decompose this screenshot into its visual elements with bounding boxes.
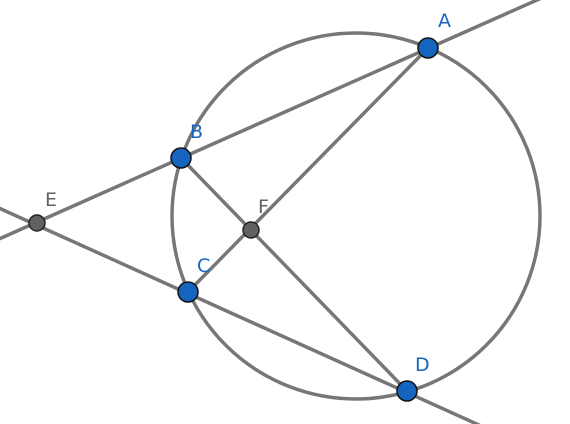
point-a[interactable] xyxy=(417,37,439,59)
point-f[interactable] xyxy=(242,221,260,239)
label-e: E xyxy=(45,189,57,211)
label-f: F xyxy=(258,196,269,218)
point-b[interactable] xyxy=(170,147,192,169)
segment-b-d[interactable] xyxy=(179,156,409,393)
label-c: C xyxy=(197,255,210,277)
label-b: B xyxy=(190,121,203,143)
segment-a-c[interactable] xyxy=(186,46,430,294)
point-e[interactable] xyxy=(28,214,46,232)
point-c[interactable] xyxy=(177,281,199,303)
label-d: D xyxy=(415,354,430,376)
circle[interactable] xyxy=(170,31,542,401)
line-through-a-b-e[interactable] xyxy=(0,0,546,243)
point-d[interactable] xyxy=(396,380,418,402)
label-a: A xyxy=(438,10,451,32)
